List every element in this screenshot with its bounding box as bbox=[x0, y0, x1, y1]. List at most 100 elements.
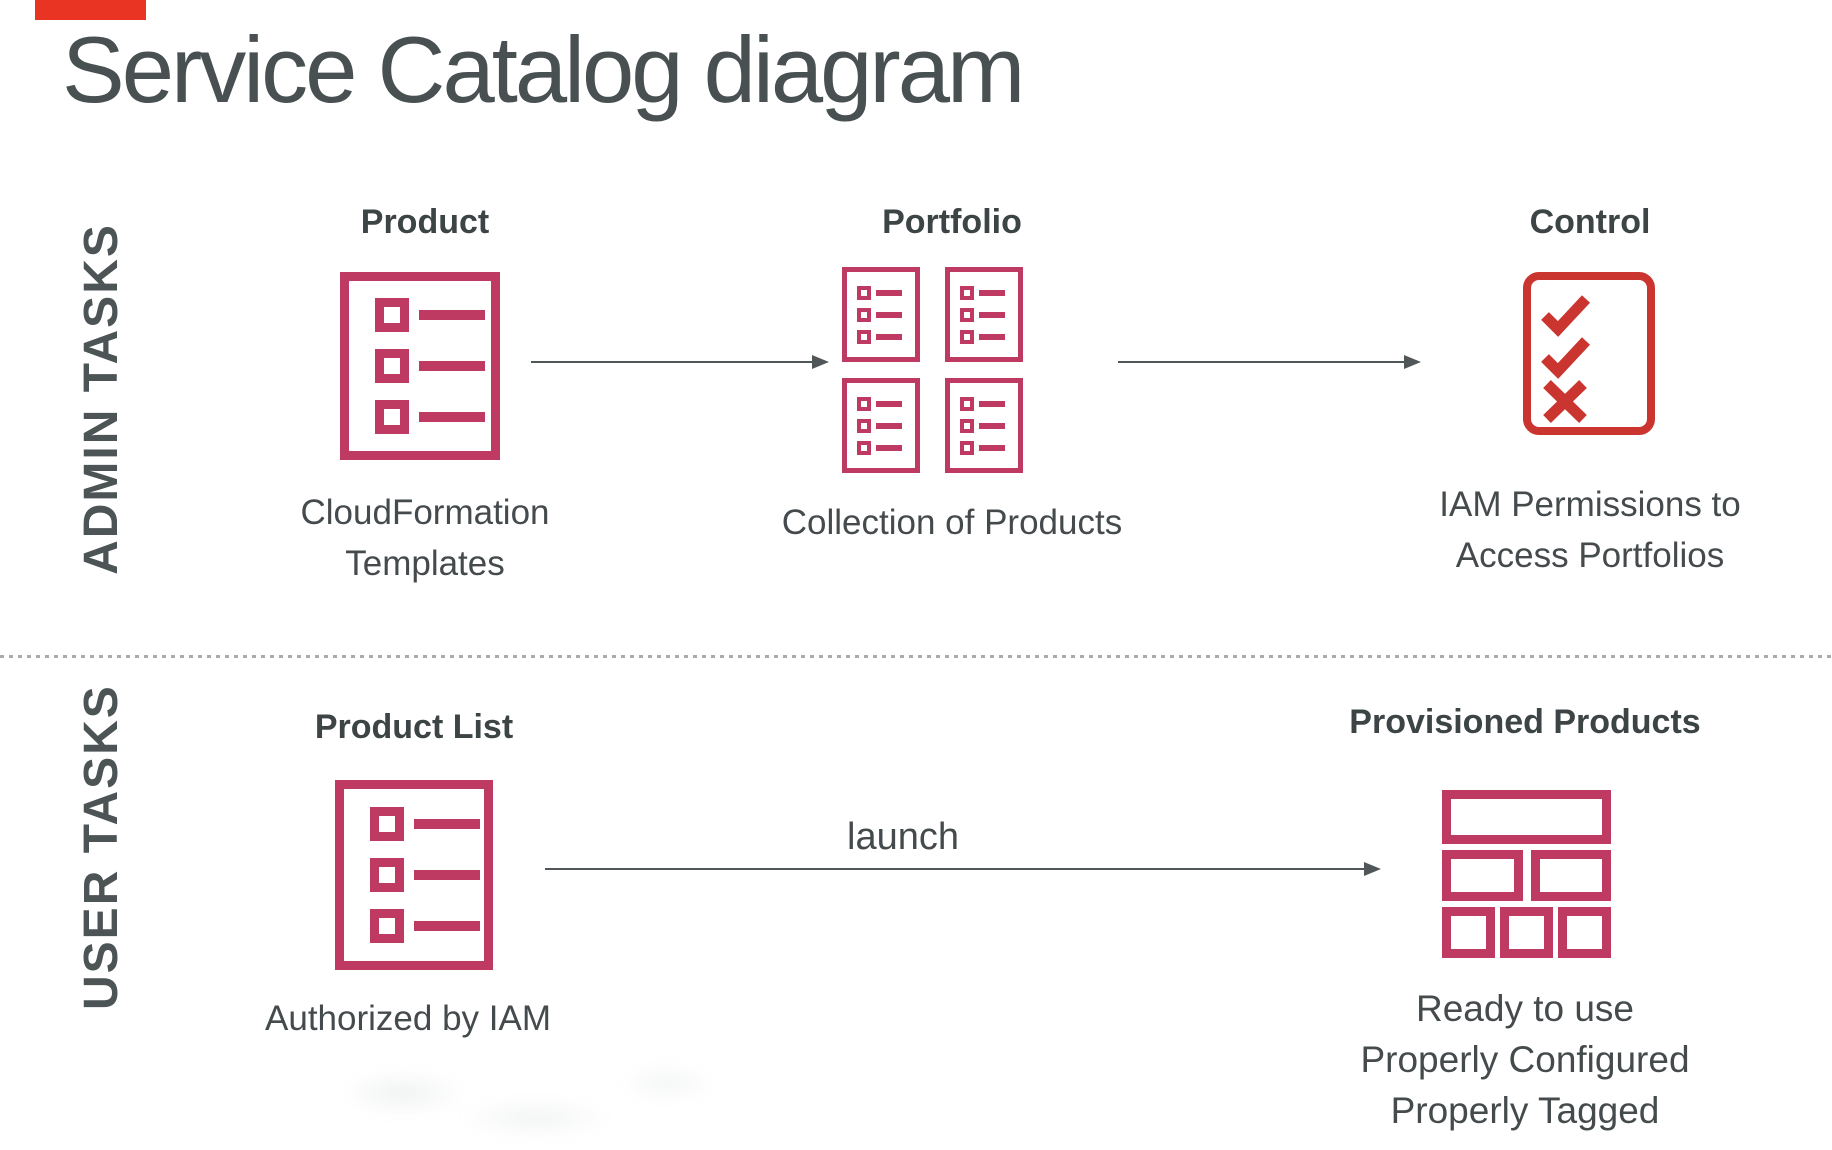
blocks-row bbox=[1442, 850, 1611, 901]
arrow-launch bbox=[545, 862, 1381, 876]
arrow-product-to-portfolio bbox=[531, 355, 829, 369]
checklist-marks-icon bbox=[1541, 295, 1591, 423]
checkbox-square bbox=[375, 298, 409, 332]
portfolio-caption: Collection of Products bbox=[781, 503, 1123, 542]
checkbox-square bbox=[960, 440, 974, 455]
checkbox-square bbox=[857, 285, 871, 300]
list-row bbox=[370, 909, 484, 943]
line-bar bbox=[979, 289, 1005, 296]
line-bar bbox=[414, 819, 480, 829]
checkbox-square bbox=[857, 307, 871, 322]
admin-tasks-section-label: ADMIN TASKS bbox=[75, 223, 128, 575]
checkbox-square bbox=[370, 807, 404, 841]
list-row bbox=[857, 396, 915, 411]
list-row bbox=[375, 400, 491, 434]
checkbox-square bbox=[370, 909, 404, 943]
block bbox=[1442, 790, 1611, 844]
checkbox-square bbox=[960, 285, 974, 300]
checkbox-square bbox=[857, 418, 871, 433]
line-bar bbox=[419, 412, 485, 422]
block bbox=[1558, 907, 1611, 958]
checkbox-square bbox=[375, 400, 409, 434]
control-heading: Control bbox=[1529, 203, 1651, 241]
list-row bbox=[960, 285, 1018, 300]
line-bar bbox=[419, 361, 485, 371]
checkbox-square bbox=[375, 349, 409, 383]
arrow-line bbox=[531, 361, 815, 363]
mini-list-document-icon bbox=[945, 267, 1023, 362]
blocks-row bbox=[1442, 790, 1611, 844]
product-caption: CloudFormation Templates bbox=[225, 487, 625, 589]
list-row bbox=[960, 329, 1018, 344]
product-list-heading: Product List bbox=[314, 708, 514, 746]
list-row bbox=[370, 858, 484, 892]
list-document-grid-icon bbox=[842, 267, 1023, 473]
line-bar bbox=[876, 311, 902, 318]
arrow-head-icon bbox=[1404, 355, 1421, 369]
list-row bbox=[370, 807, 484, 841]
checkbox-square bbox=[857, 329, 871, 344]
mini-list-document-icon bbox=[842, 378, 920, 473]
swimlane-divider bbox=[0, 655, 1832, 658]
arrow-head-icon bbox=[812, 355, 829, 369]
list-row bbox=[375, 349, 491, 383]
caption-line: CloudFormation bbox=[300, 493, 550, 532]
mini-list-document-icon bbox=[945, 378, 1023, 473]
checkbox-square bbox=[370, 858, 404, 892]
list-row bbox=[857, 329, 915, 344]
line-bar bbox=[876, 289, 902, 296]
mini-list-document-icon bbox=[842, 267, 920, 362]
product-list-caption: Authorized by IAM bbox=[265, 999, 551, 1038]
arrow-line bbox=[545, 868, 1367, 870]
checkbox-square bbox=[960, 329, 974, 344]
provisioned-products-heading: Provisioned Products bbox=[1349, 703, 1701, 741]
line-bar bbox=[419, 310, 485, 320]
block bbox=[1531, 850, 1611, 901]
list-row bbox=[960, 440, 1018, 455]
checkbox-square bbox=[960, 307, 974, 322]
blocks-row bbox=[1442, 907, 1611, 958]
line-bar bbox=[979, 444, 1005, 451]
blocks-grid-icon bbox=[1442, 790, 1611, 958]
list-row bbox=[960, 307, 1018, 322]
control-caption: IAM Permissions to Access Portfolios bbox=[1390, 479, 1790, 581]
block bbox=[1442, 907, 1495, 958]
user-tasks-section-label: USER TASKS bbox=[75, 684, 128, 1010]
list-row bbox=[960, 418, 1018, 433]
caption-line: Ready to use bbox=[1415, 988, 1635, 1029]
provisioned-products-caption: Ready to use Properly Configured Properl… bbox=[1325, 983, 1725, 1136]
list-row bbox=[960, 396, 1018, 411]
line-bar bbox=[876, 333, 902, 340]
list-document-icon bbox=[335, 780, 493, 970]
block bbox=[1500, 907, 1553, 958]
checkbox-square bbox=[857, 440, 871, 455]
arrow-line bbox=[1118, 361, 1407, 363]
product-heading: Product bbox=[360, 203, 490, 241]
list-row bbox=[857, 418, 915, 433]
line-bar bbox=[414, 870, 480, 880]
launch-label: launch bbox=[847, 816, 959, 858]
caption-line: Properly Tagged bbox=[1390, 1090, 1660, 1131]
caption-line: Access Portfolios bbox=[1455, 536, 1725, 575]
line-bar bbox=[979, 333, 1005, 340]
line-bar bbox=[979, 311, 1005, 318]
checkbox-square bbox=[960, 418, 974, 433]
line-bar bbox=[979, 422, 1005, 429]
page-title: Service Catalog diagram bbox=[62, 17, 1025, 122]
caption-line: Templates bbox=[345, 544, 505, 583]
caption-line: IAM Permissions to bbox=[1439, 485, 1741, 524]
block bbox=[1442, 850, 1523, 901]
line-bar bbox=[876, 400, 902, 407]
list-row bbox=[375, 298, 491, 332]
checkbox-square bbox=[857, 396, 871, 411]
portfolio-heading: Portfolio bbox=[882, 203, 1022, 241]
line-bar bbox=[979, 400, 1005, 407]
checklist-icon bbox=[1523, 272, 1655, 435]
accent-bar bbox=[35, 0, 146, 20]
arrow-portfolio-to-control bbox=[1118, 355, 1421, 369]
faint-smudge-artifact bbox=[280, 1048, 720, 1148]
checkbox-square bbox=[960, 396, 974, 411]
list-row bbox=[857, 307, 915, 322]
caption-line: Properly Configured bbox=[1360, 1039, 1690, 1080]
